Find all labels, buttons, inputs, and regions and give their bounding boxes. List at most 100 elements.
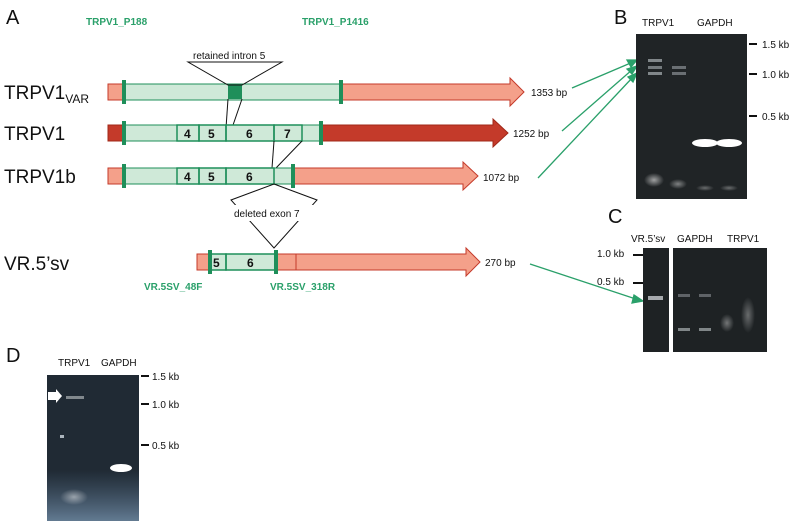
primer-dimer-smear (669, 179, 687, 189)
retained-intron-block (228, 85, 242, 99)
deletion-connector (275, 140, 303, 169)
band (699, 294, 711, 297)
deleted-exon-label-bg (230, 205, 318, 221)
band (648, 296, 663, 300)
exon-5-label: 5 (208, 127, 215, 141)
smear (60, 489, 88, 505)
length-label: 270 bp (485, 258, 516, 269)
intron-connector (231, 98, 243, 129)
isoform-name: VR.5’sv (4, 254, 70, 275)
lane-label: TRPV1 (642, 18, 675, 29)
band (672, 72, 686, 75)
coding-region (122, 124, 322, 142)
lane-label: GAPDH (677, 234, 713, 245)
band (66, 396, 84, 399)
primer-site-left (122, 164, 126, 188)
band (648, 59, 662, 62)
isoform-trpv1-var: TRPV1VAR 1353 bp (4, 76, 568, 108)
arrowhead (625, 64, 639, 76)
primer-site-right (319, 121, 323, 145)
arrow-trpv1-to-gel-b (561, 68, 634, 132)
primer-dimer-smear (644, 173, 664, 187)
band (672, 66, 686, 69)
panel-label-c: C (608, 206, 622, 228)
isoform-vr5sv: 5 6 VR.5’sv 270 bp (4, 246, 516, 278)
gel-c: VR.5’sv GAPDH TRPV1 1.0 kb 0.5 kb (597, 234, 767, 352)
artifact (60, 435, 64, 438)
isoform-trpv1b: 4 5 6 TRPV1b 1072 bp (4, 160, 520, 192)
arrowhead (631, 293, 645, 304)
primer-dimer-smear (696, 185, 714, 191)
retained-intron-label: retained intron 5 (193, 51, 266, 62)
intron-connector (225, 98, 229, 129)
band (648, 66, 662, 69)
length-label: 1072 bp (483, 173, 520, 184)
band (699, 328, 711, 331)
marker-label: 1.5 kb (762, 40, 790, 51)
arrow-vr5sv-to-gel-c (529, 263, 640, 301)
gel-arrows (529, 59, 645, 304)
gel-image-right (673, 248, 767, 352)
band (716, 139, 742, 147)
marker-label: 0.5 kb (152, 441, 180, 452)
panel-label-d: D (6, 345, 20, 367)
primer-dimer-smear (720, 185, 738, 191)
lane-label: GAPDH (101, 358, 137, 369)
deletion-connector (271, 140, 275, 169)
deleted-exon-callout (230, 183, 318, 249)
length-label: 1353 bp (531, 88, 568, 99)
band (110, 464, 132, 472)
exon-6-label: 6 (246, 170, 253, 184)
primer-label-p188: TRPV1_P188 (86, 17, 148, 28)
deleted-exon-label: deleted exon 7 (234, 209, 300, 220)
gel-d: TRPV1 GAPDH 1.5 kb 1.0 kb 0.5 kb (47, 358, 180, 521)
exon-4-label: 4 (184, 127, 191, 141)
band (692, 139, 718, 147)
marker-label: 0.5 kb (597, 277, 625, 288)
primer-site-left (122, 121, 126, 145)
exon-5-label: 5 (213, 256, 220, 270)
length-label: 1252 bp (513, 129, 550, 140)
smear (720, 314, 734, 332)
band (678, 294, 690, 297)
lane-label: VR.5’sv (631, 234, 665, 245)
primer-site-right (339, 80, 343, 104)
arrowhead (625, 59, 639, 69)
retained-intron-callout (186, 61, 284, 86)
coding-region (209, 253, 277, 271)
exon-7-box (273, 124, 303, 142)
band (648, 72, 662, 75)
primer-label-5sv-48f: VR.5SV_48F (144, 282, 202, 293)
exon-6-box (225, 253, 277, 271)
exon-5-label: 5 (208, 170, 215, 184)
arrowhead (626, 71, 639, 84)
arrow-var-to-gel-b (571, 61, 634, 89)
isoform-name: TRPV1b (4, 167, 76, 188)
isoform-name: TRPV1VAR (4, 83, 89, 106)
exon-6-label: 6 (246, 127, 253, 141)
marker-label: 1.5 kb (152, 372, 180, 383)
isoform-name: TRPV1 (4, 124, 65, 145)
marker-label: 1.0 kb (762, 70, 790, 81)
gel-b: TRPV1 GAPDH 1.5 kb 1.0 kb 0.5 kb (636, 18, 790, 199)
arrow-trpv1b-to-gel-b (537, 76, 634, 179)
smear (741, 297, 755, 333)
lane-label: GAPDH (697, 18, 733, 29)
band-pointer-arrow (48, 389, 62, 403)
marker-label: 1.0 kb (152, 400, 180, 411)
marker-label: 0.5 kb (762, 112, 790, 123)
exon-6-box (225, 167, 275, 185)
primer-label-p1416: TRPV1_P1416 (302, 17, 369, 28)
primer-label-5sv-318r: VR.5SV_318R (270, 282, 336, 293)
exon-7-label: 7 (284, 127, 291, 141)
lane-label: TRPV1 (727, 234, 760, 245)
panel-label-a: A (6, 7, 20, 29)
primer-site-right (291, 164, 295, 188)
panel-label-b: B (614, 7, 627, 29)
primer-site-left (122, 80, 126, 104)
isoform-trpv1: 4 5 6 7 TRPV1 1252 bp (4, 117, 550, 149)
marker-label: 1.0 kb (597, 249, 625, 260)
lane-label: TRPV1 (58, 358, 91, 369)
exon-6-label: 6 (247, 256, 254, 270)
